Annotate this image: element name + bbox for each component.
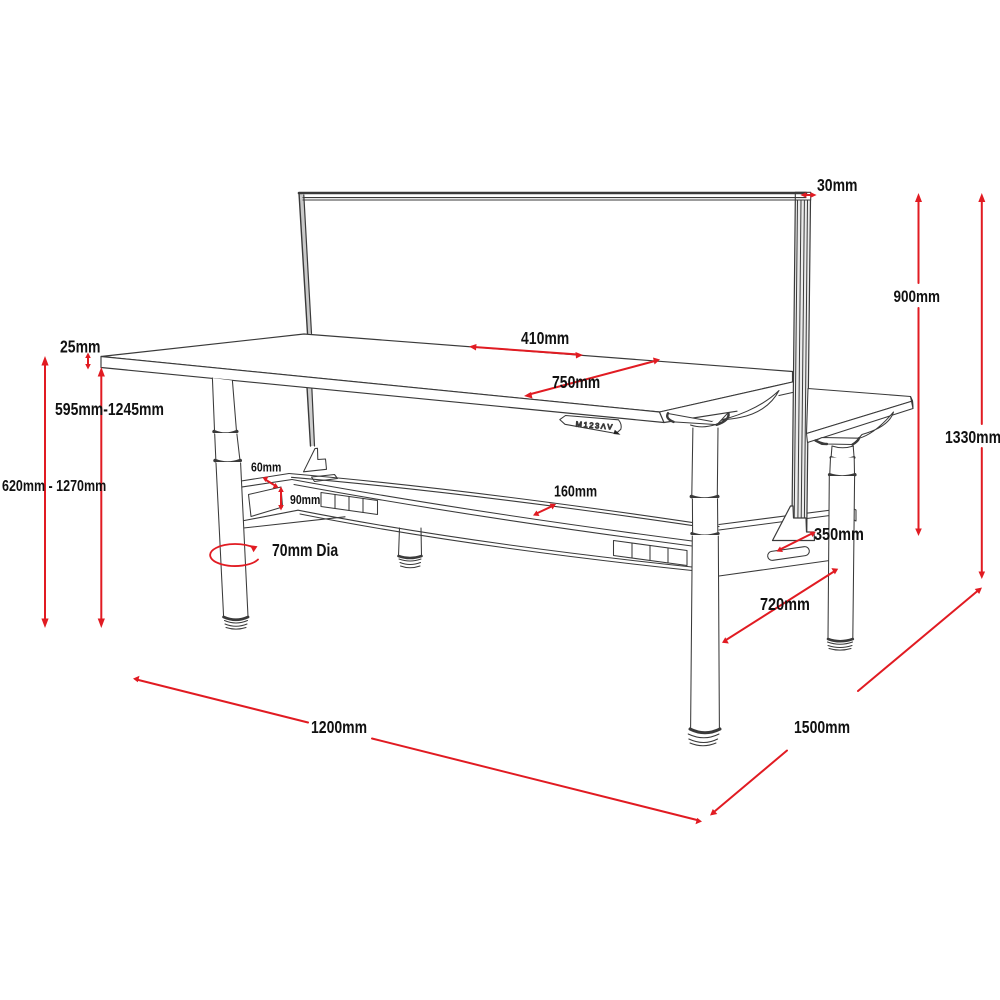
svg-text:410mm: 410mm	[521, 330, 569, 349]
svg-text:1500mm: 1500mm	[794, 719, 850, 738]
svg-text:160mm: 160mm	[554, 482, 597, 499]
svg-text:70mm Dia: 70mm Dia	[272, 542, 338, 561]
svg-text:1200mm: 1200mm	[311, 719, 367, 738]
svg-text:620mm - 1270mm: 620mm - 1270mm	[2, 477, 106, 494]
svg-text:350mm: 350mm	[814, 525, 864, 545]
svg-text:750mm: 750mm	[552, 374, 600, 393]
svg-text:90mm: 90mm	[290, 493, 320, 507]
svg-text:25mm: 25mm	[60, 338, 100, 357]
svg-text:595mm-1245mm: 595mm-1245mm	[55, 401, 164, 420]
svg-text:60mm: 60mm	[251, 461, 281, 475]
svg-text:M123ΛV: M123ΛV	[575, 420, 614, 432]
svg-text:900mm: 900mm	[894, 288, 941, 307]
svg-text:1330mm: 1330mm	[945, 429, 1000, 448]
svg-text:720mm: 720mm	[760, 595, 810, 615]
svg-text:30mm: 30mm	[817, 177, 857, 196]
